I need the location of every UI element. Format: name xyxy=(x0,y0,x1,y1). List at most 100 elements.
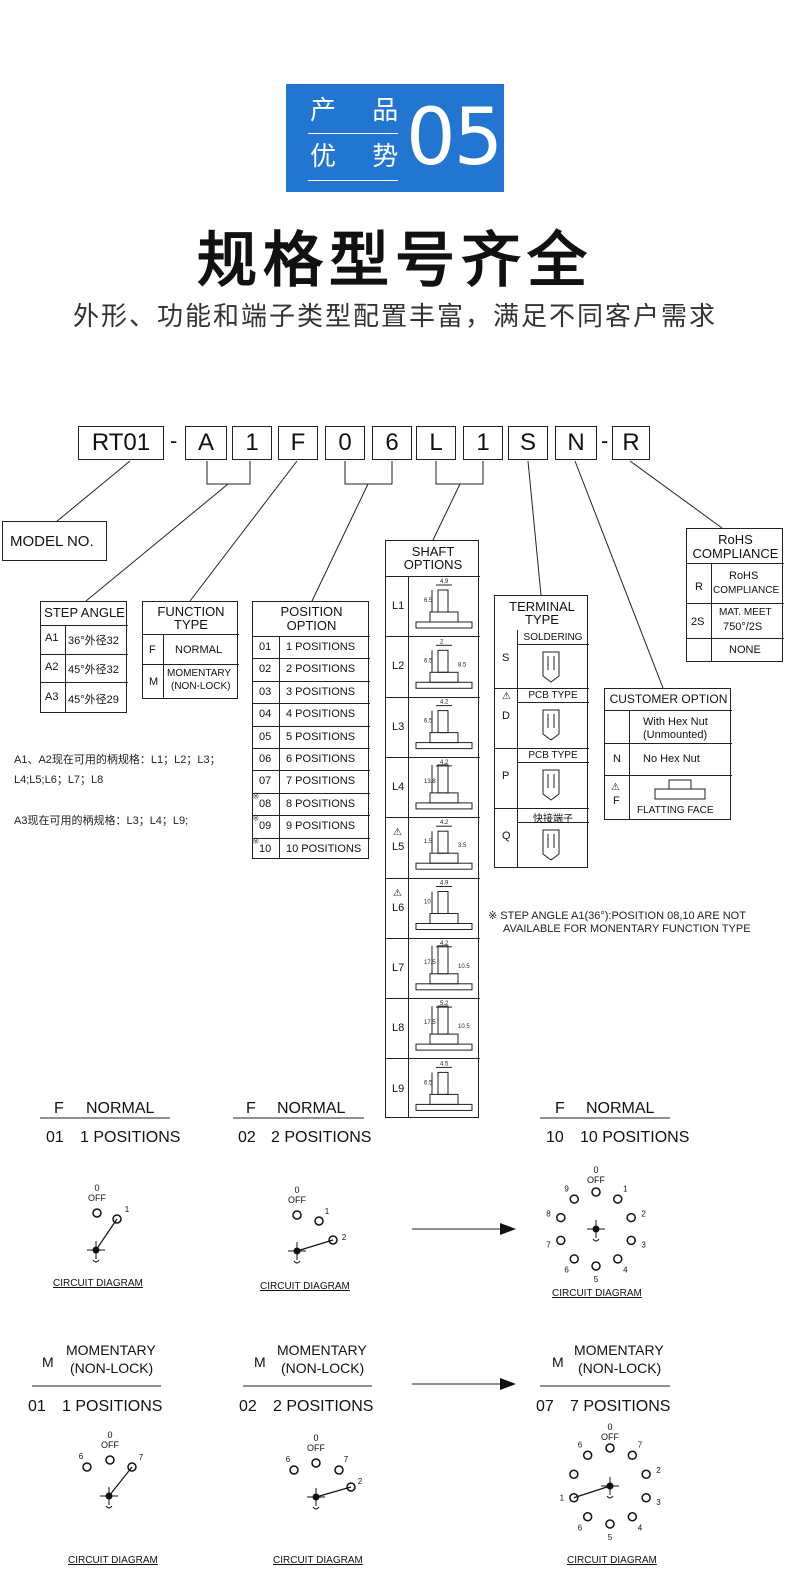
diagram-position-label: 7 POSITIONS xyxy=(570,1398,671,1415)
shaft-row-divider xyxy=(386,817,480,819)
shaft-dimension: 6.5 xyxy=(424,658,433,664)
position-number: 6 xyxy=(578,1441,583,1450)
position-number: 3 xyxy=(656,1498,661,1507)
position-code: 05 xyxy=(259,730,272,743)
position-number: 4 xyxy=(623,1265,628,1274)
position-row-divider xyxy=(253,725,370,727)
terminal-code: P xyxy=(502,770,510,782)
rohs-code: R xyxy=(695,581,703,593)
shaft-drawing xyxy=(415,1005,473,1051)
shaft-dimension: 5.2 xyxy=(440,1001,449,1007)
position-desc: 5 POSITIONS xyxy=(286,730,356,743)
circuit-diagram-caption: CIRCUIT DIAGRAM xyxy=(273,1555,363,1566)
position-desc: 4 POSITIONS xyxy=(286,708,356,721)
note-mark: ※ xyxy=(252,835,260,846)
diagram-position-label: 2 POSITIONS xyxy=(273,1398,374,1415)
position-number: 6 xyxy=(578,1523,583,1532)
diagram-function-code: M xyxy=(254,1354,266,1370)
terminal-col-divider xyxy=(517,630,518,868)
customer-header: CUSTOMER OPTION xyxy=(609,692,728,706)
position-number: 9 xyxy=(564,1185,569,1194)
page-title: 规格型号齐全 xyxy=(197,226,593,296)
position-number: 7 xyxy=(344,1455,349,1464)
customer-desc: FLATTING FACE xyxy=(637,805,714,816)
wiper-arm xyxy=(296,1239,334,1252)
terminal-code: Q xyxy=(502,830,511,842)
position-header-2: OPTION xyxy=(286,618,337,633)
contact-point xyxy=(641,1492,651,1503)
step-angle-desc: 45°外径29 xyxy=(68,694,119,706)
hub-dot xyxy=(293,1247,301,1255)
warning-icon: ⚠ xyxy=(502,691,511,702)
terminal-label: PCB TYPE xyxy=(528,750,578,761)
terminal-label: PCB TYPE xyxy=(528,690,578,701)
shaft-code: L3 xyxy=(392,720,405,733)
contact-point xyxy=(82,1462,92,1472)
hub-terminal xyxy=(606,1495,614,1499)
note-mark: ※ xyxy=(252,790,260,801)
badge-line-1: 产 品 xyxy=(310,96,413,126)
circuit-diagram-caption: CIRCUIT DIAGRAM xyxy=(552,1288,642,1299)
position-number: 7 xyxy=(638,1441,643,1450)
terminal-drawings xyxy=(542,651,560,861)
hub-terminal xyxy=(105,1505,113,1509)
position-number: 5 xyxy=(594,1275,599,1284)
hub-terminal xyxy=(312,1506,320,1510)
off-label: OFF xyxy=(307,1443,325,1453)
circuit-diagram-caption: CIRCUIT DIAGRAM xyxy=(68,1555,158,1566)
position-number: 0 xyxy=(593,1165,598,1175)
position-number: 6 xyxy=(286,1455,291,1464)
diagram-function-code: F xyxy=(246,1100,256,1117)
diagram-position-label: 1 POSITIONS xyxy=(62,1398,163,1415)
hub-dot xyxy=(606,1482,614,1490)
terminal-drawing xyxy=(542,829,560,861)
diagram-function-label-2: (NON-LOCK) xyxy=(70,1360,154,1376)
step-angle-code: A2 xyxy=(45,661,59,673)
shaft-code: L6 xyxy=(392,901,405,914)
shaft-dimension: 4.2 xyxy=(440,820,449,826)
function-code: M xyxy=(149,676,159,688)
function-header-2: TYPE xyxy=(174,617,208,632)
customer-option-table: CUSTOMER OPTION With Hex Nut (Unmounted)… xyxy=(604,688,732,820)
wiper-arm xyxy=(95,1218,118,1251)
contact-point xyxy=(582,1511,593,1522)
terminal-drawing xyxy=(542,651,560,683)
shaft-row-divider xyxy=(386,636,480,638)
contact-point xyxy=(556,1235,566,1246)
note-a1a2-line1: A1、A2现在可用的柄规格：L1；L2；L3； xyxy=(14,754,221,766)
contact-point xyxy=(626,1212,636,1223)
position-number: 0 xyxy=(107,1430,112,1440)
rohs-table: RoHS COMPLIANCE R RoHS COMPLIANCE 2S MAT… xyxy=(686,528,784,662)
position-col-divider xyxy=(279,636,280,859)
shaft-drawing xyxy=(415,945,473,991)
hub-dot xyxy=(312,1493,320,1501)
shaft-row-divider xyxy=(386,877,480,879)
shaft-code: L8 xyxy=(392,1022,405,1035)
warning-icon: ⚠ xyxy=(393,827,402,839)
position-number: 2 xyxy=(641,1210,646,1219)
rohs-desc-2: COMPLIANCE xyxy=(713,585,780,596)
position-desc: 8 POSITIONS xyxy=(286,797,356,810)
terminal-row-divider xyxy=(495,808,589,809)
shaft-dimension: 4.5 xyxy=(440,1061,449,1067)
position-code: 03 xyxy=(259,685,272,698)
warning-icon: ⚠ xyxy=(611,782,620,793)
note-star-line1: ※ STEP ANGLE A1(36°):POSITION 08,10 ARE … xyxy=(488,910,746,922)
diagram-function-label: MOMENTARY xyxy=(277,1342,367,1358)
rohs-desc: RoHS xyxy=(729,570,759,582)
position-row-divider xyxy=(253,658,370,660)
contact-point xyxy=(605,1443,615,1453)
rohs-code: 2S xyxy=(691,616,705,628)
code-dash: - xyxy=(601,428,609,453)
position-number: 8 xyxy=(546,1210,551,1219)
contact-point xyxy=(92,1208,102,1218)
function-desc-2: (NON-LOCK) xyxy=(171,681,231,692)
section-badge: 产 品 优 势 05 xyxy=(286,84,504,192)
diagram-position-code: 07 xyxy=(536,1398,554,1415)
terminal-label-divider xyxy=(517,644,589,645)
page-subtitle: 外形、功能和端子类型配置丰富，满足不同客户需求 xyxy=(72,302,717,332)
warning-icon: ⚠ xyxy=(393,887,402,899)
shaft-code: L7 xyxy=(392,961,405,974)
hub-dot xyxy=(592,1225,600,1233)
off-label: OFF xyxy=(601,1432,619,1442)
